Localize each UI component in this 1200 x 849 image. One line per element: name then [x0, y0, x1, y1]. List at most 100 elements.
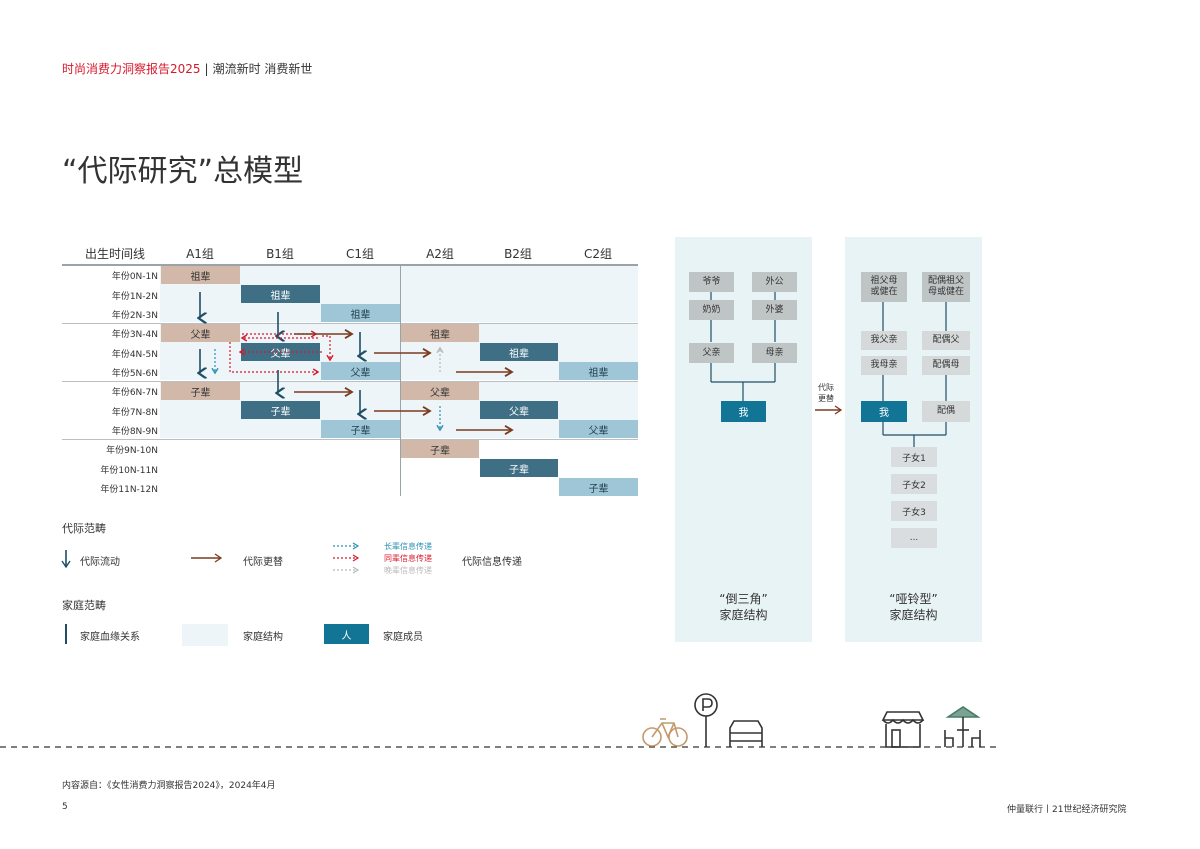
street-illustration: [0, 693, 1000, 748]
row-label: 年份0N-1N: [111, 272, 158, 282]
dumbbell-caption-1: “哑铃型”: [889, 592, 938, 606]
row-label: 年份2N-3N: [111, 311, 158, 321]
row-label: 年份4N-5N: [111, 350, 158, 360]
child-2-box: 子女2: [891, 474, 937, 494]
column-header-c1: C1组: [345, 247, 374, 261]
grandparents-line-1: 祖父母: [870, 276, 898, 286]
row-label: 年份1N-2N: [111, 292, 158, 302]
spouse-box: 配偶: [922, 401, 970, 422]
group-rule: [62, 323, 638, 324]
legend-flow-label: 代际流动: [80, 557, 120, 568]
legend-replace-label: 代际更替: [243, 557, 283, 568]
group-rule: [62, 439, 638, 440]
report-tagline: 潮流新时 消费新世: [212, 62, 313, 76]
info-legend-icons: [333, 542, 360, 574]
c2-parent-block: 父辈: [559, 420, 638, 438]
grandparents-line-2: 或健在: [870, 287, 898, 297]
b1-grandparent-block: 祖辈: [241, 285, 320, 303]
cafe-umbrella-icon: [944, 706, 981, 747]
inverted-triangle-caption-1: “倒三角”: [719, 592, 768, 606]
my-father-box: 我父亲: [861, 331, 907, 350]
source-note: 内容源自：《女性消费力洞察报告2024》，2024年4月: [62, 781, 276, 791]
b2-child-block: 子辈: [480, 459, 558, 477]
spouse-father-box: 配偶父: [922, 331, 970, 350]
right-me-box: 我: [861, 401, 907, 422]
a2-parent-block: 父辈: [401, 382, 479, 400]
report-header: 时尚消费力洞察报告2025|潮流新时 消费新世: [62, 60, 312, 77]
a2-grandparent-block: 祖辈: [401, 324, 479, 342]
car-icon: [729, 720, 763, 747]
legend-family-title: 家庭范畴: [62, 599, 106, 612]
report-name: 时尚消费力洞察报告2025: [62, 62, 201, 76]
structure-legend-swatch: [182, 624, 228, 646]
shop-icon: [881, 711, 925, 748]
b2-grandparent-block: 祖辈: [480, 343, 558, 361]
page-number: 5: [62, 802, 68, 812]
peer-info-arrow: [322, 335, 334, 362]
matrix-arrows: [0, 292, 514, 435]
dumbbell-caption-2: 家庭结构: [889, 608, 938, 622]
column-header-c2: C2组: [583, 247, 612, 261]
parking-sign-icon: [694, 693, 718, 747]
spouse-grandparents-box: 配偶祖父 母或健在: [922, 272, 970, 302]
spouse-mother-box: 配偶母: [922, 356, 970, 375]
legend-structure-label: 家庭结构: [243, 632, 283, 643]
my-mother-box: 我母亲: [861, 356, 907, 375]
inverted-triangle-caption-2: 家庭结构: [719, 608, 768, 622]
b1-child-block: 子辈: [241, 401, 320, 419]
spouse-grandparents-line-2: 母或健在: [927, 287, 964, 297]
legend-info-elder: 长辈信息传递: [384, 542, 432, 551]
legend-member-label: 家庭成员: [383, 632, 423, 643]
a1-grandparent-block: 祖辈: [161, 266, 240, 284]
spouse-grandparents-line-1: 配偶祖父: [927, 276, 964, 286]
row-label: 年份7N-8N: [111, 408, 158, 418]
a1-child-block: 子辈: [161, 382, 240, 400]
row-label: 年份8N-9N: [111, 427, 158, 437]
blood-legend-icon: [65, 624, 67, 644]
c2-child-block: 子辈: [559, 478, 638, 496]
header-separator: |: [204, 62, 209, 76]
dumbbell-lines: [882, 302, 947, 447]
legend-blood-label: 家庭血缘关系: [80, 632, 140, 643]
flow-legend-icon: [61, 550, 71, 569]
corner-label: 出生时间线: [84, 247, 145, 261]
b2-parent-block: 父辈: [480, 401, 558, 419]
bicycle-icon: [642, 718, 688, 747]
legend-info-label: 代际信息传递: [462, 557, 522, 568]
organization-credit: 仲量联行丨21世纪经济研究院: [1007, 805, 1127, 815]
family-structure-band: [400, 266, 638, 322]
header-rule: [62, 264, 638, 266]
member-legend-chip: 人: [324, 624, 369, 644]
grandparents-box: 祖父母 或健在: [861, 272, 907, 302]
a1-parent-block: 父辈: [161, 324, 240, 342]
row-label: 年份3N-4N: [111, 330, 158, 340]
maternal-grandma-box: 外婆: [752, 300, 797, 320]
column-header-a1: A1组: [186, 247, 214, 261]
c1-parent-block: 父辈: [321, 362, 400, 380]
grandpa-box: 爷爷: [689, 272, 734, 292]
c1-child-block: 子辈: [321, 420, 400, 438]
c1-grandparent-block: 祖辈: [321, 304, 400, 322]
child-1-box: 子女1: [891, 447, 937, 467]
grandma-box: 奶奶: [689, 300, 734, 320]
peer-info-arrow: [229, 342, 320, 376]
transition-label-1: 代际: [818, 383, 834, 392]
legend-generation-title: 代际范畴: [62, 522, 106, 535]
transition-label-2: 更替: [818, 394, 834, 403]
legend-info-peer: 同辈信息传递: [384, 554, 432, 563]
transition-arrow-icon: [815, 405, 843, 415]
c2-grandparent-block: 祖辈: [559, 362, 638, 380]
row-label: 年份11N-12N: [100, 485, 158, 495]
row-label: 年份9N-10N: [106, 446, 158, 456]
column-header-a2: A2组: [426, 247, 454, 261]
column-header-b2: B2组: [504, 247, 532, 261]
me-box: 我: [721, 401, 766, 422]
child-more-box: ...: [891, 528, 937, 548]
group-rule: [62, 381, 638, 382]
row-label: 年份5N-6N: [111, 369, 158, 379]
child-3-box: 子女3: [891, 501, 937, 521]
row-label: 年份10N-11N: [100, 466, 158, 476]
group-divider: [400, 264, 401, 496]
maternal-grandpa-box: 外公: [752, 272, 797, 292]
column-header-b1: B1组: [266, 247, 294, 261]
